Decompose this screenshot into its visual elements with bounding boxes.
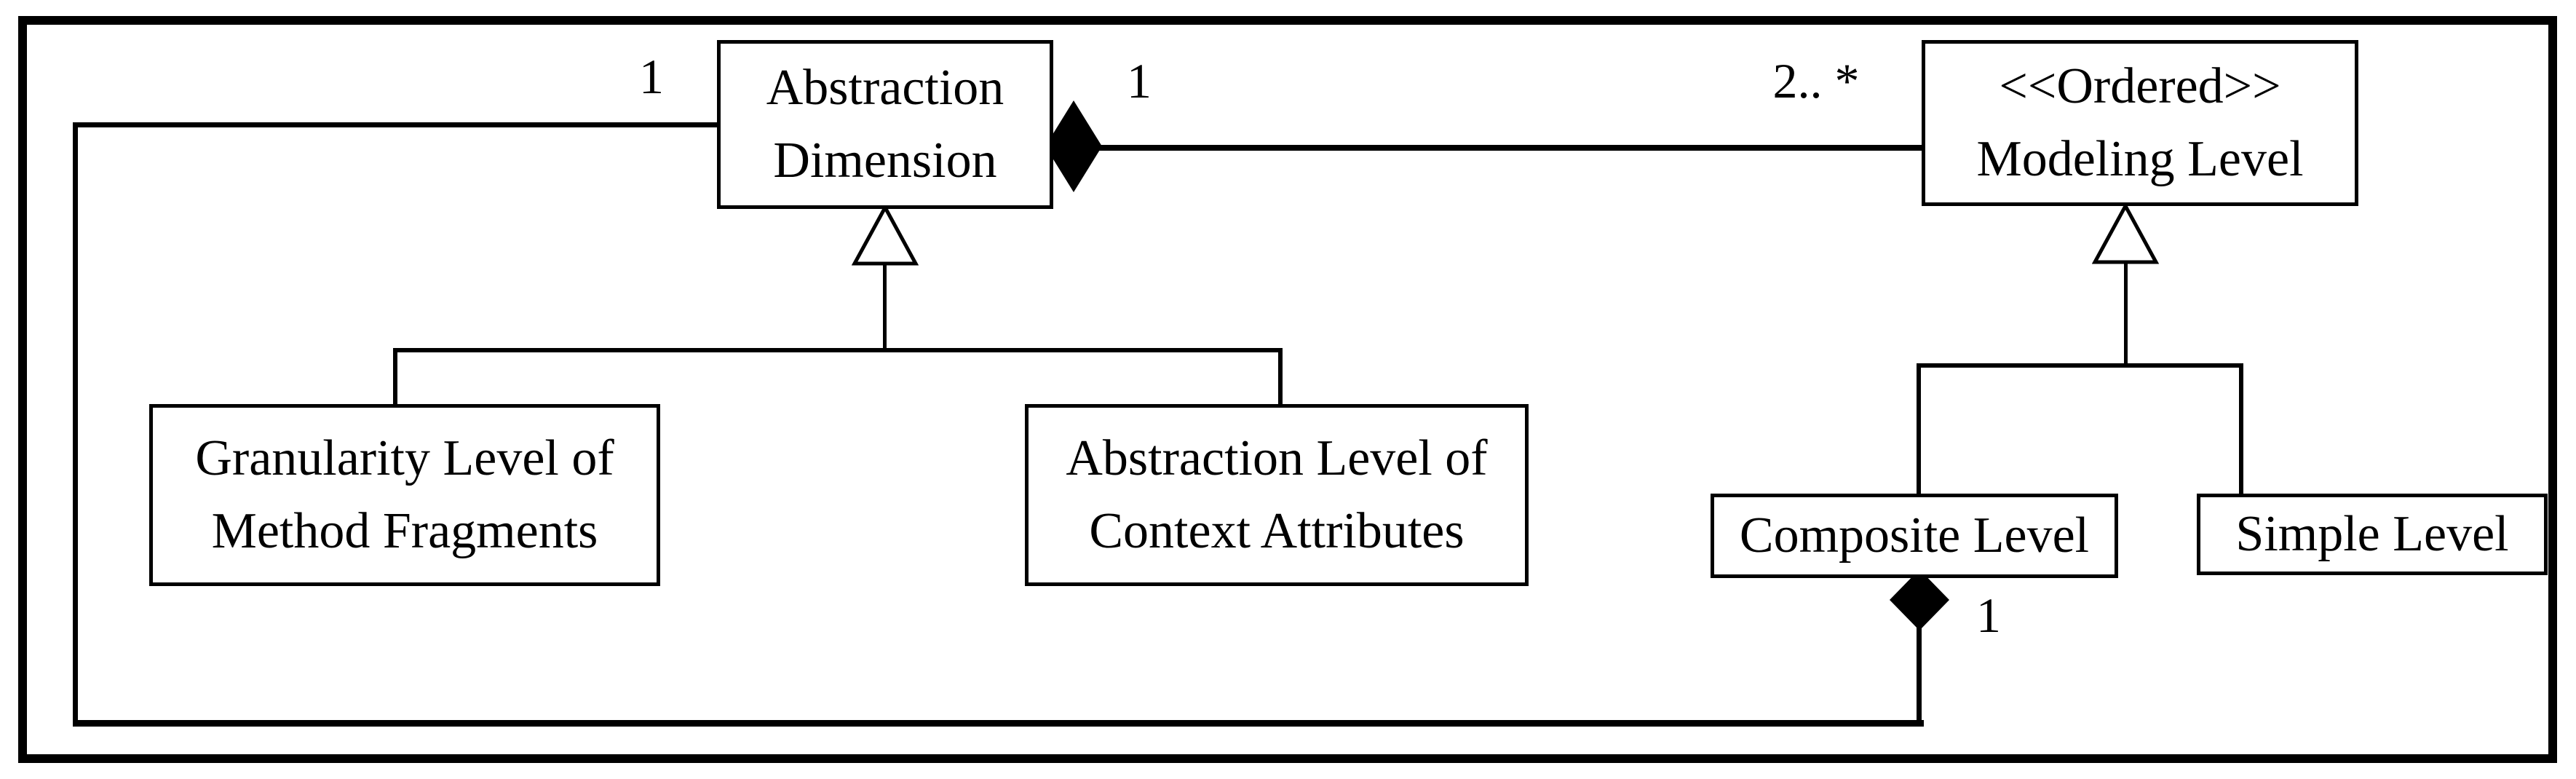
- multiplicity-dimension-left: 1: [639, 49, 664, 104]
- generalization-arrow-icon: [2092, 204, 2159, 264]
- loop-association-line-top: [73, 122, 719, 127]
- generalization-branch-right: [2239, 363, 2243, 496]
- generalization-branch-right: [1278, 348, 1283, 408]
- class-modeling-level: <<Ordered>> Modeling Level: [1922, 40, 2358, 206]
- generalization-branch-horizontal: [393, 348, 1283, 352]
- multiplicity-modeling-levels: 2.. *: [1772, 53, 1860, 108]
- generalization-stem: [2124, 262, 2128, 365]
- generalization-branch-left: [393, 348, 397, 408]
- loop-association-line-bottom: [73, 720, 1924, 727]
- multiplicity-composite-composition: 1: [1976, 588, 2001, 643]
- class-composite-level: Composite Level: [1711, 494, 2118, 578]
- multiplicity-dimension-composition: 1: [1127, 53, 1152, 108]
- class-abstraction-dimension: Abstraction Dimension: [717, 40, 1053, 209]
- generalization-branch-left: [1917, 363, 1921, 496]
- generalization-arrow-icon: [852, 205, 919, 266]
- dimension-levels-association-line: [1095, 145, 1925, 151]
- loop-association-line-left: [73, 122, 78, 725]
- generalization-branch-horizontal: [1917, 363, 2243, 368]
- generalization-stem: [883, 264, 887, 351]
- class-abstraction-level: Abstraction Level of Context Attributes: [1025, 404, 1529, 586]
- class-simple-level: Simple Level: [2197, 494, 2548, 575]
- class-granularity-level: Granularity Level of Method Fragments: [149, 404, 660, 586]
- loop-association-line-right: [1917, 622, 1922, 724]
